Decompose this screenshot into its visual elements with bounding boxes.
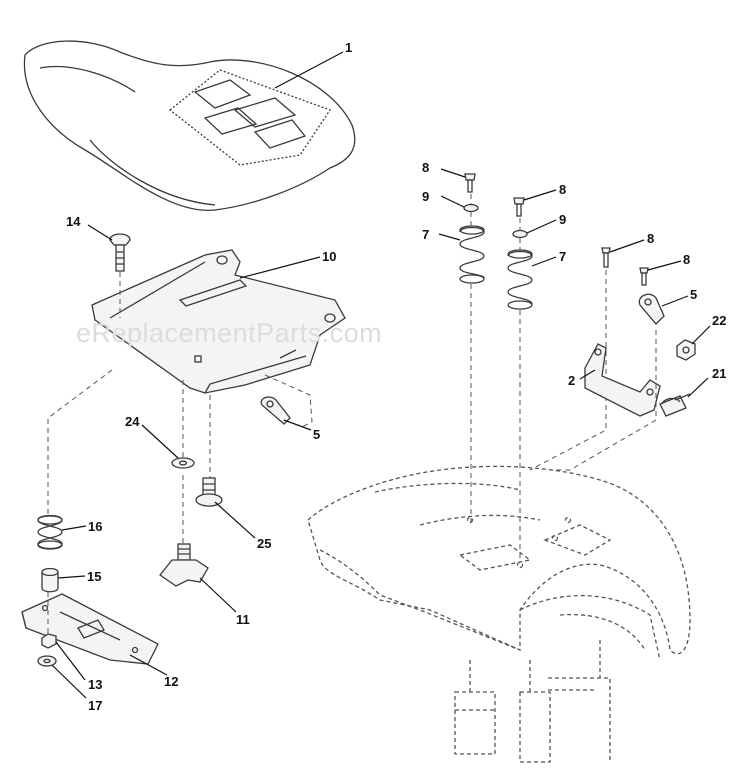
seat-hinge-clip-5 [638, 293, 665, 325]
seat-part [23, 40, 356, 211]
fender-frame [307, 465, 691, 763]
washer-9-a [463, 203, 479, 213]
callout-24: 24 [125, 414, 140, 429]
bolt-8-a [464, 173, 476, 193]
bolt-8-d [639, 267, 649, 286]
nut-22 [676, 339, 696, 361]
nut-13 [41, 633, 57, 649]
assembly-line [529, 270, 607, 471]
hex-bolt-21 [659, 393, 691, 417]
callout-16: 16 [88, 519, 102, 534]
callout-13: 13 [88, 677, 102, 692]
callout-15: 15 [87, 569, 101, 584]
bolt-8-b [513, 197, 525, 217]
callout-1: 1 [345, 40, 352, 55]
callout-7: 7 [422, 227, 429, 242]
callout-14: 14 [66, 214, 81, 229]
callout-9: 9 [422, 189, 429, 204]
callout-8: 8 [647, 231, 654, 246]
seat-hinge-clip-5 [260, 396, 291, 425]
callout-17: 17 [88, 698, 102, 713]
washer-24 [171, 457, 195, 469]
spring-7-a [459, 225, 485, 284]
washer-17 [37, 655, 57, 667]
spring-7-b [507, 249, 533, 310]
assembly-line [264, 374, 313, 429]
callout-8: 8 [422, 160, 429, 175]
callout-12: 12 [164, 674, 178, 689]
spring-16 [37, 514, 63, 550]
washer-9-b [512, 229, 528, 239]
assembly-line [555, 330, 657, 471]
carriage-bolt-14 [109, 233, 131, 272]
callout-8: 8 [559, 182, 566, 197]
bolt-8-c [601, 247, 611, 268]
callout-10: 10 [322, 249, 336, 264]
seat-pan-part [91, 249, 346, 394]
callout-5: 5 [690, 287, 697, 302]
callout-22: 22 [712, 313, 726, 328]
callout-5: 5 [313, 427, 320, 442]
callout-21: 21 [712, 366, 726, 381]
adjustment-knob-11 [159, 543, 209, 587]
callout-11: 11 [236, 612, 250, 627]
spacer-15 [41, 567, 59, 593]
callout-8: 8 [683, 252, 690, 267]
callout-2: 2 [568, 373, 575, 388]
callout-9: 9 [559, 212, 566, 227]
callout-25: 25 [257, 536, 271, 551]
callout-7: 7 [559, 249, 566, 264]
seat-bracket-2 [584, 343, 661, 417]
slide-plate-12 [21, 593, 159, 665]
leader-lines [51, 51, 711, 699]
shoulder-bolt-25 [195, 477, 223, 507]
watermark-text: eReplacementParts.com [76, 318, 382, 348]
assembly-line [47, 369, 113, 515]
